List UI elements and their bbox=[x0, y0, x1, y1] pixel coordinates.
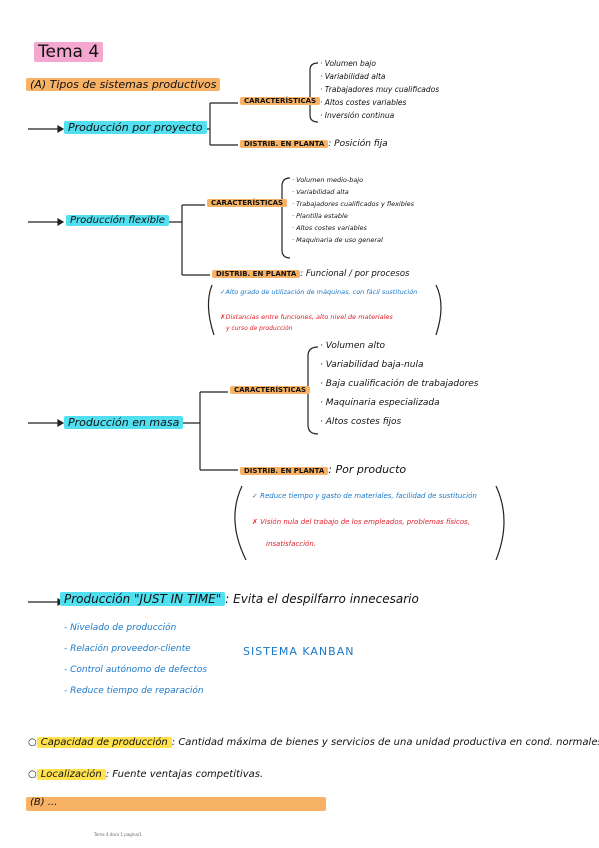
proyecto-char-list: · Volumen bajo · Variabilidad alta · Tra… bbox=[320, 57, 439, 122]
masa-con-2: insatisfacción. bbox=[266, 540, 316, 548]
list-item: · Variabilidad alta bbox=[292, 188, 349, 196]
list-item: · Volumen alto bbox=[320, 341, 385, 351]
flexible-car-label: CARACTERÍSTICAS bbox=[207, 199, 288, 207]
jit-list: - Nivelado de producción - Relación prov… bbox=[64, 618, 207, 702]
flexible-dist: DISTRIB. EN PLANTA: Funcional / por proc… bbox=[212, 269, 409, 279]
proyecto-car-label: CARACTERÍSTICAS bbox=[240, 97, 321, 105]
flexible-dist-label: DISTRIB. EN PLANTA bbox=[212, 270, 301, 278]
localizacion-line: ○Localización: Fuente ventajas competiti… bbox=[28, 769, 263, 780]
list-item: · Variabilidad baja-nula bbox=[320, 360, 424, 370]
list-item: · Baja cualificación de trabajadores bbox=[320, 379, 479, 389]
masa-car-label: CARACTERÍSTICAS bbox=[230, 386, 311, 394]
jit-desc: : Evita el despilfarro innecesario bbox=[225, 592, 419, 606]
masa-char-list: · Volumen alto · Variabilidad baja-nula … bbox=[320, 337, 479, 432]
flexible-con-1: ✗Distancias entre funciones, alto nivel … bbox=[220, 313, 393, 321]
jit-heading: Producción "JUST IN TIME": Evita el desp… bbox=[60, 592, 419, 606]
list-item: · Maquinaria especializada bbox=[320, 398, 440, 408]
proyecto-dist: DISTRIB. EN PLANTA: Posición fija bbox=[240, 139, 388, 149]
flexible-char-list: · Volumen medio-bajo · Variabilidad alta… bbox=[292, 174, 414, 246]
masa-dist-label: DISTRIB. EN PLANTA bbox=[240, 467, 329, 475]
proyecto-dist-label: DISTRIB. EN PLANTA bbox=[240, 140, 329, 148]
section-b-heading: (B) ... bbox=[26, 797, 326, 811]
jit-label: Producción "JUST IN TIME" bbox=[60, 592, 226, 606]
list-item: - Relación proveedor-cliente bbox=[64, 644, 191, 654]
list-item: - Reduce tiempo de reparación bbox=[64, 686, 204, 696]
list-item: - Control autónomo de defectos bbox=[64, 665, 208, 675]
masa-dist-value: : Por producto bbox=[328, 463, 407, 476]
capacidad-label: Capacidad de producción bbox=[36, 737, 172, 748]
flexible-pro: ✓Alto grado de utilización de máquinas, … bbox=[220, 288, 418, 296]
section-a-heading: (A) Tipos de sistemas productivos bbox=[26, 78, 221, 91]
list-item: · Inversión continua bbox=[320, 111, 395, 120]
flexible-dist-value: : Funcional / por procesos bbox=[300, 269, 410, 279]
capacidad-line: ○Capacidad de producción: Cantidad máxim… bbox=[28, 737, 599, 748]
bullet-icon: ○ bbox=[28, 737, 37, 748]
list-item: - Nivelado de producción bbox=[64, 623, 177, 633]
list-item: · Altos costes variables bbox=[320, 98, 407, 107]
list-item: · Maquinaria de uso general bbox=[292, 236, 383, 244]
masa-pro: ✓ Reduce tiempo y gasto de materiales, f… bbox=[252, 492, 477, 500]
list-item: · Altos costes fijos bbox=[320, 417, 402, 427]
page-footer: Tema 4.docx 1 pagina/1 bbox=[94, 832, 142, 837]
localizacion-text: : Fuente ventajas competitivas. bbox=[105, 769, 264, 780]
proyecto-label: Producción por proyecto bbox=[64, 121, 207, 134]
list-item: · Volumen bajo bbox=[320, 59, 376, 68]
masa-dist: DISTRIB. EN PLANTA: Por producto bbox=[240, 463, 406, 476]
masa-label: Producción en masa bbox=[64, 416, 184, 429]
flexible-con-2: y curso de producción bbox=[226, 325, 293, 332]
bullet-icon: ○ bbox=[28, 769, 37, 780]
page-title: Tema 4 bbox=[34, 42, 104, 62]
list-item: · Trabajadores cualificados y flexibles bbox=[292, 200, 415, 208]
list-item: · Trabajadores muy cualificados bbox=[320, 85, 440, 94]
capacidad-text: : Cantidad máxima de bienes y servicios … bbox=[171, 737, 599, 748]
list-item: · Volumen medio-bajo bbox=[292, 176, 364, 184]
flexible-label: Producción flexible bbox=[66, 215, 169, 226]
kanban-label: SISTEMA KANBAN bbox=[243, 645, 355, 658]
proyecto-dist-value: : Posición fija bbox=[328, 139, 388, 149]
list-item: · Plantilla estable bbox=[292, 212, 348, 220]
list-item: · Altos costes variables bbox=[292, 224, 367, 232]
list-item: · Variabilidad alta bbox=[320, 72, 386, 81]
localizacion-label: Localización bbox=[36, 769, 106, 780]
masa-con-1: ✗ Visión nula del trabajo de los emplead… bbox=[252, 518, 471, 526]
